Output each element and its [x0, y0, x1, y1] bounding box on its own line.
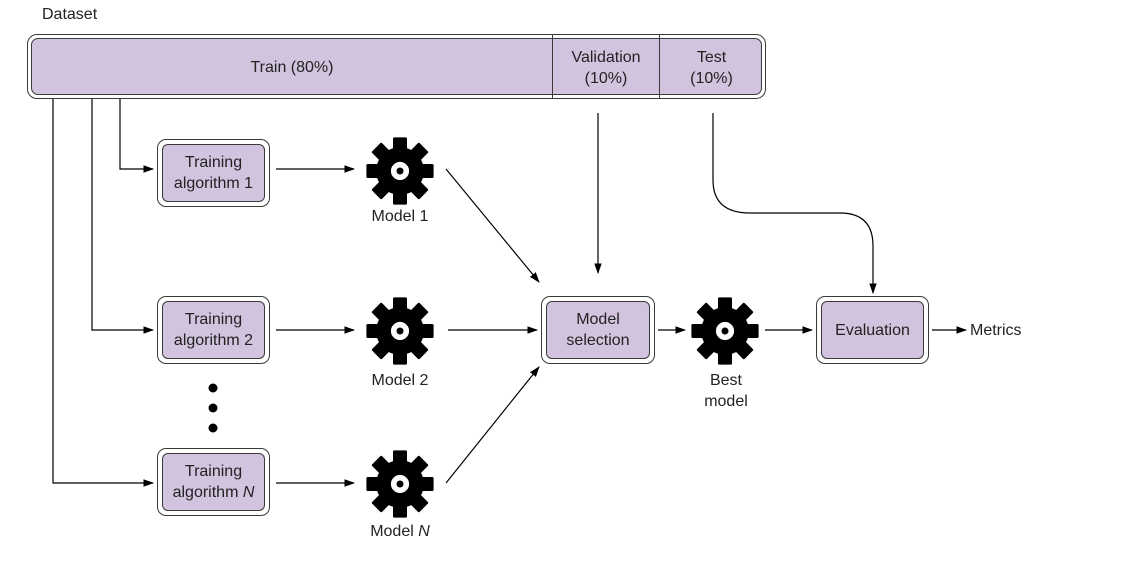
- validation-segment: Validation (10%): [553, 39, 659, 96]
- train-segment: Train (80%): [32, 39, 552, 96]
- best-model-line1: Best: [709, 372, 742, 389]
- training-algorithm-1-line1: Training: [184, 154, 243, 171]
- training-algorithm-n-line1: Training: [184, 463, 243, 480]
- training-algorithm-2-line1: Training: [184, 311, 243, 328]
- evaluation-label: Evaluation: [835, 321, 910, 339]
- divider-validation: [552, 35, 553, 98]
- training-algorithm-n-italic: N: [242, 484, 255, 501]
- arrow-model-n-to-selection: [445, 366, 540, 484]
- arrow-train-to-algo-1: [119, 99, 155, 173]
- best-model-label: Best model: [676, 370, 776, 412]
- train-label: Train (80%): [250, 59, 334, 76]
- model-1-gear-icon: [366, 137, 434, 205]
- training-algorithm-1-line2: algorithm 1: [173, 175, 254, 192]
- validation-label: Validation: [571, 48, 641, 66]
- model-selection-line2: selection: [566, 332, 630, 349]
- model-n-prefix: Model: [370, 523, 419, 540]
- arrow-train-to-algo-n: [52, 99, 155, 487]
- arrow-train-to-algo-2: [91, 99, 155, 334]
- arrow-test-to-evaluation: [712, 113, 877, 295]
- training-algorithm-n-prefix: algorithm: [172, 484, 243, 501]
- training-algorithm-n-line2: algorithm N: [173, 482, 255, 503]
- metrics-label: Metrics: [970, 322, 1022, 339]
- model-2-label: Model 2: [371, 372, 429, 389]
- test-segment: Test (10%): [660, 39, 763, 96]
- test-percent: (10%): [690, 69, 733, 87]
- arrow-model-1-to-selection: [445, 168, 540, 283]
- model-1-label: Model 1: [371, 208, 429, 225]
- training-algorithm-2-box: Training algorithm 2: [157, 296, 270, 364]
- dataset-bar: Train (80%) Validation (10%) Test (10%): [31, 35, 763, 98]
- training-algorithm-1-box: Training algorithm 1: [157, 139, 270, 207]
- training-algorithm-2-line2: algorithm 2: [173, 332, 254, 349]
- test-label: Test: [696, 48, 727, 66]
- dataset-label: Dataset: [42, 6, 98, 23]
- model-n-label: Model N: [350, 521, 450, 542]
- training-algorithm-n-box: Training algorithm N: [157, 448, 270, 516]
- best-model-gear-icon: [691, 297, 759, 365]
- model-selection-box: Model selection: [541, 296, 655, 364]
- model-n-gear-icon: [366, 450, 434, 518]
- divider-test: [659, 35, 660, 98]
- model-selection-line1: Model: [576, 311, 620, 328]
- vertical-dots-icon: [208, 383, 218, 433]
- model-n-italic: N: [418, 523, 430, 540]
- model-2-gear-icon: [366, 297, 434, 365]
- validation-percent: (10%): [584, 69, 628, 87]
- best-model-line2: model: [704, 393, 748, 410]
- evaluation-box: Evaluation: [816, 296, 929, 364]
